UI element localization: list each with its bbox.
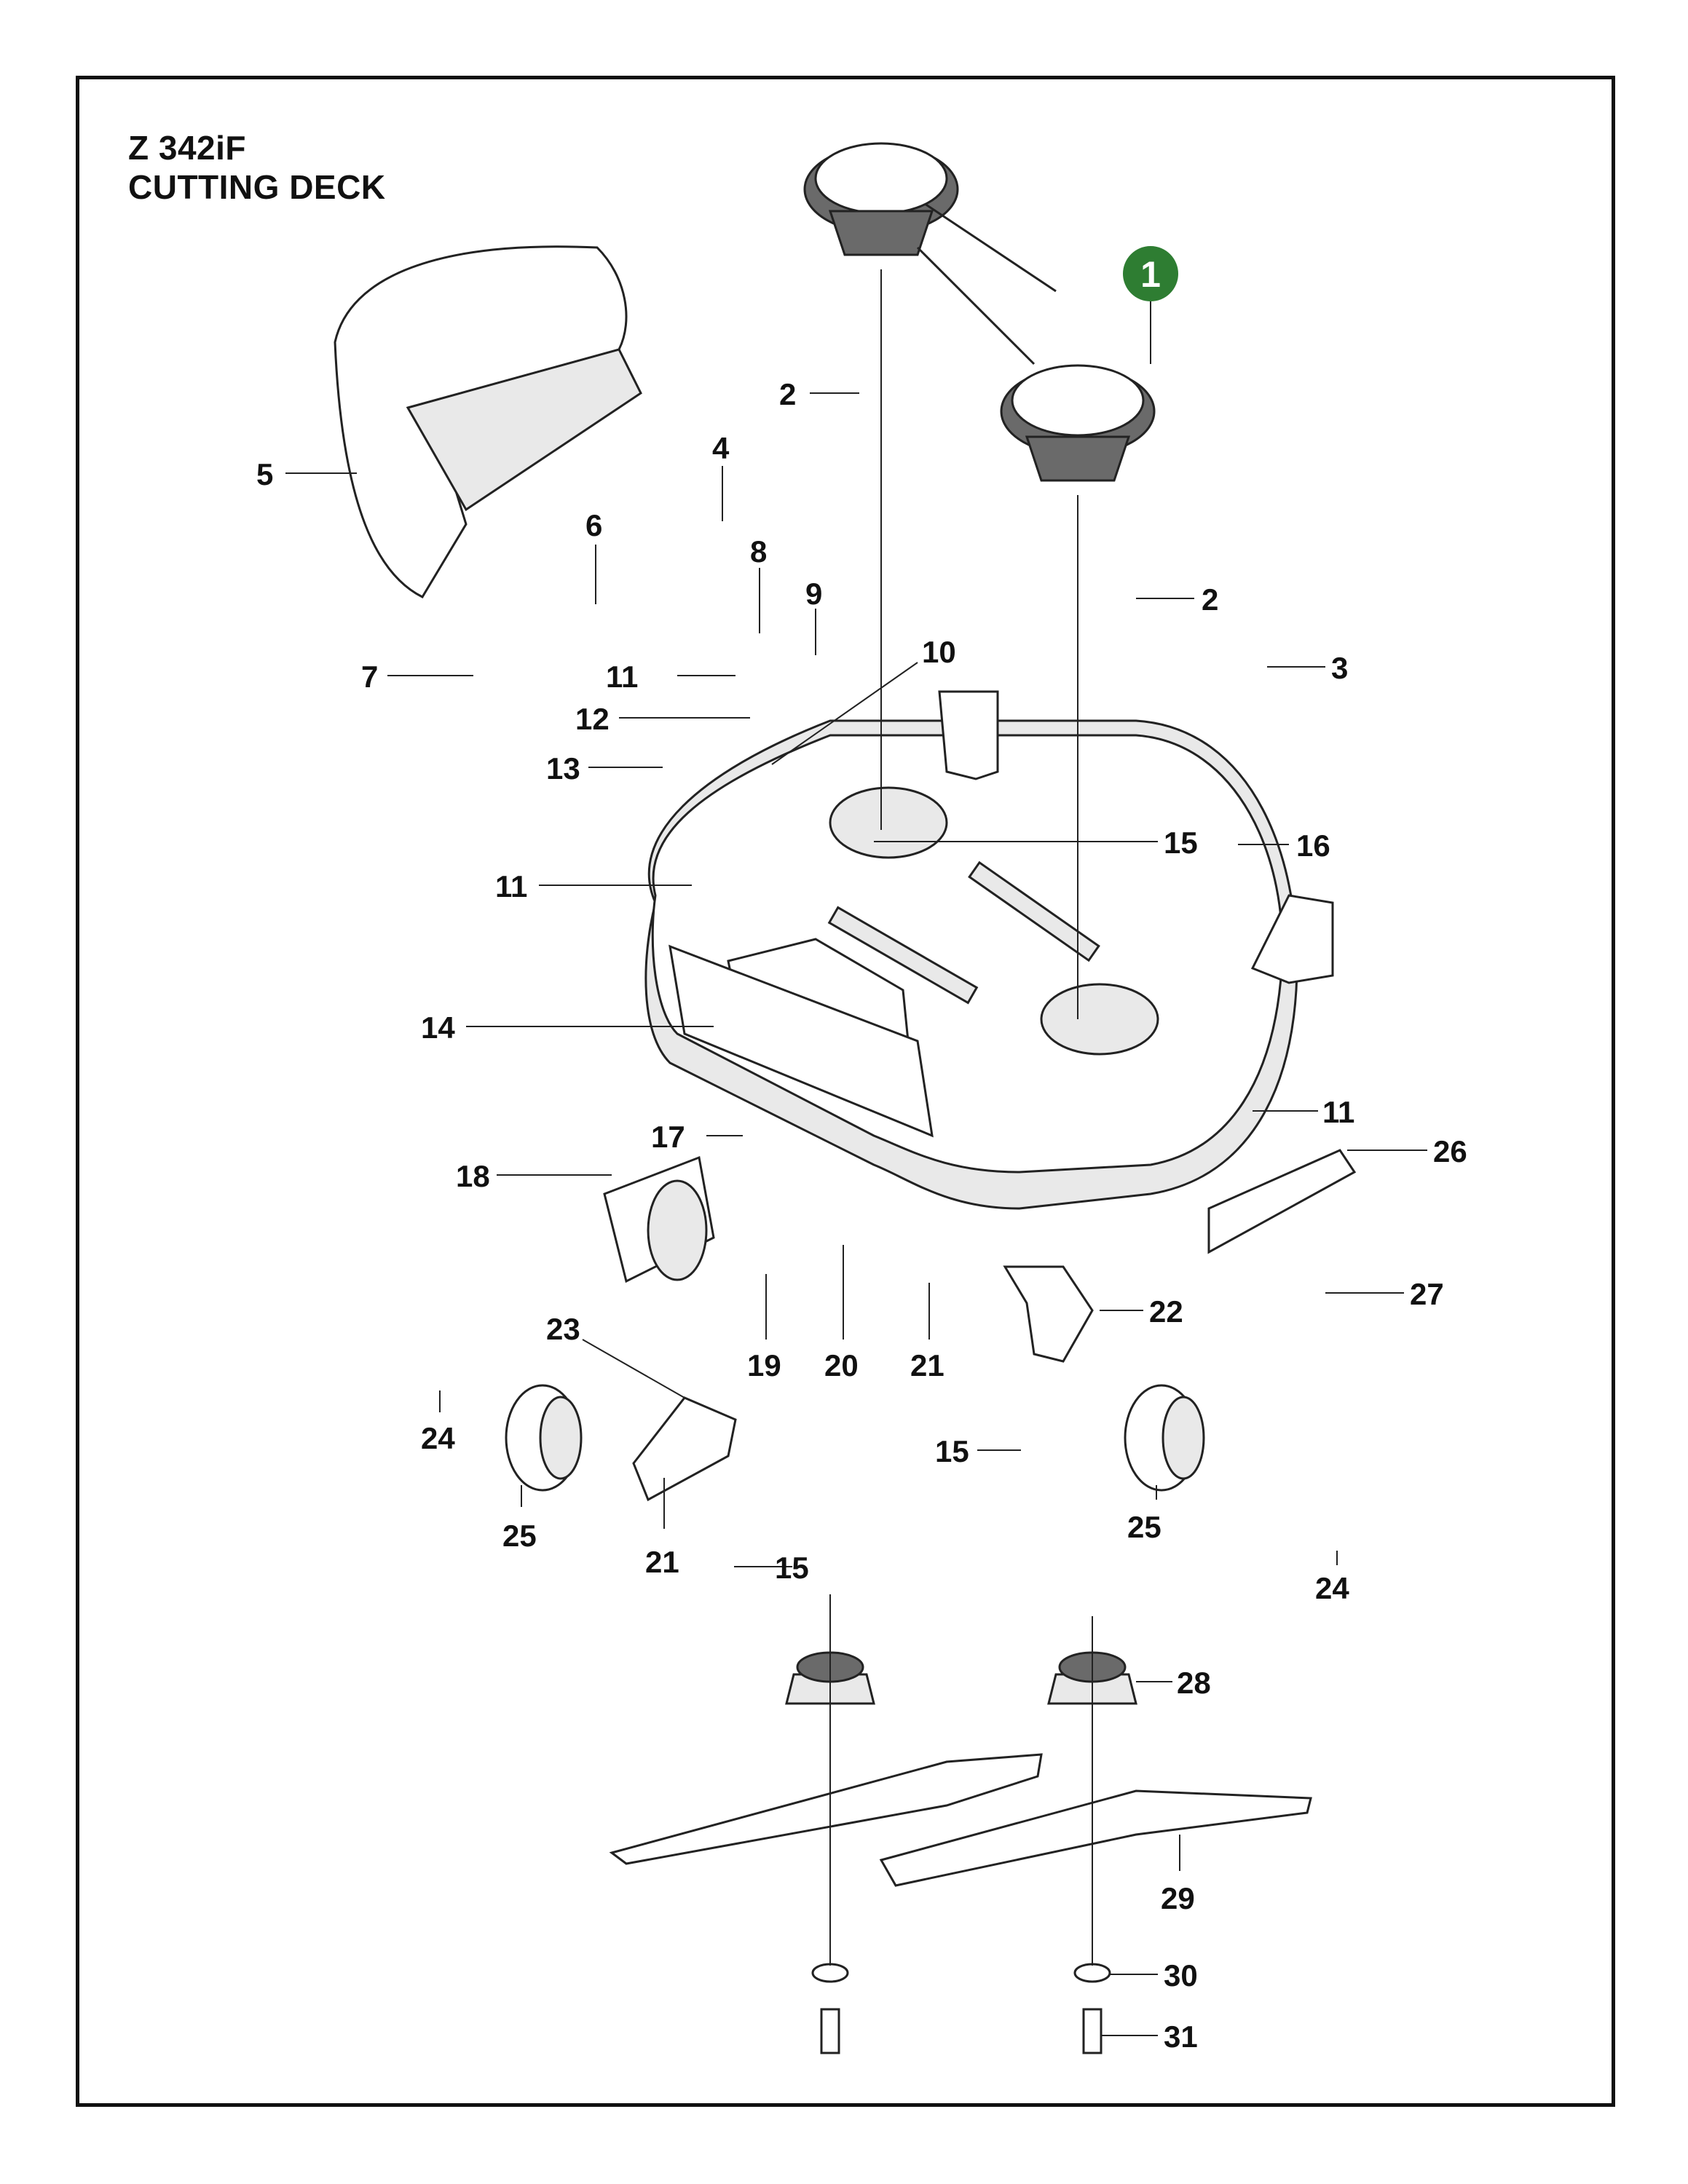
callout: 11 xyxy=(495,869,692,903)
callout: 13 xyxy=(546,751,663,786)
svg-text:24: 24 xyxy=(1315,1571,1349,1605)
callout: 21 xyxy=(910,1283,944,1382)
svg-text:18: 18 xyxy=(456,1159,490,1193)
callout: 21 xyxy=(645,1478,679,1579)
callout: 15 xyxy=(935,1434,1021,1468)
svg-text:11: 11 xyxy=(606,660,638,694)
bolt-right xyxy=(1082,2008,1103,2054)
svg-text:15: 15 xyxy=(775,1551,809,1585)
highlight-callout[interactable]: 1 xyxy=(1123,246,1178,364)
svg-text:29: 29 xyxy=(1161,1881,1195,1915)
callout: 16 xyxy=(1238,828,1330,863)
wheel-bracket-right xyxy=(1003,1265,1094,1363)
svg-text:17: 17 xyxy=(651,1120,685,1154)
callout: 27 xyxy=(1325,1277,1444,1311)
svg-text:11: 11 xyxy=(1322,1095,1354,1129)
callout: 25 xyxy=(1127,1485,1162,1544)
svg-text:22: 22 xyxy=(1149,1294,1183,1329)
svg-text:8: 8 xyxy=(750,534,767,569)
baffle xyxy=(669,944,934,1138)
svg-text:31: 31 xyxy=(1164,2019,1198,2054)
callout: 18 xyxy=(456,1159,612,1193)
roller xyxy=(603,1155,715,1283)
wheel-bracket-left xyxy=(632,1396,737,1502)
svg-text:11: 11 xyxy=(495,869,527,903)
svg-text:24: 24 xyxy=(421,1421,455,1455)
callout: 24 xyxy=(1315,1551,1349,1605)
washer-right xyxy=(1073,1963,1111,1983)
wheel-right xyxy=(1124,1384,1205,1492)
callout: 19 xyxy=(747,1274,781,1382)
svg-text:3: 3 xyxy=(1331,651,1348,685)
svg-text:2: 2 xyxy=(779,377,796,411)
deck-shell xyxy=(644,690,1334,1210)
pulley-right xyxy=(1000,364,1156,482)
callout: 8 xyxy=(750,534,767,633)
callout: 5 xyxy=(256,457,357,491)
callout: 31 xyxy=(1101,2019,1198,2054)
callout: 12 xyxy=(575,702,750,736)
svg-text:4: 4 xyxy=(712,431,730,465)
svg-text:30: 30 xyxy=(1164,1958,1198,1993)
svg-text:7: 7 xyxy=(361,660,378,694)
svg-text:27: 27 xyxy=(1410,1277,1444,1311)
callout: 15 xyxy=(874,826,1198,860)
callout: 2 xyxy=(779,377,859,411)
callout: 23 xyxy=(546,1312,685,1398)
svg-text:16: 16 xyxy=(1296,828,1330,863)
callout: 14 xyxy=(421,1010,714,1045)
svg-text:12: 12 xyxy=(575,702,610,736)
svg-text:26: 26 xyxy=(1433,1134,1467,1168)
callout: 22 xyxy=(1100,1294,1183,1329)
callout: 10 xyxy=(771,635,956,765)
bolt-left xyxy=(820,2008,840,2054)
svg-text:20: 20 xyxy=(824,1348,859,1382)
callout: 26 xyxy=(1347,1134,1467,1168)
svg-text:6: 6 xyxy=(585,508,602,542)
callout: 20 xyxy=(824,1245,859,1382)
svg-text:25: 25 xyxy=(502,1519,537,1553)
svg-text:15: 15 xyxy=(935,1434,969,1468)
callout: 4 xyxy=(712,431,730,521)
washer-left xyxy=(811,1963,849,1983)
callout: 2 xyxy=(1136,582,1218,617)
blade-right xyxy=(879,1789,1312,1887)
rear-bumper xyxy=(1207,1149,1357,1254)
callout: 17 xyxy=(651,1120,743,1154)
callout: 29 xyxy=(1161,1835,1195,1915)
svg-text:14: 14 xyxy=(421,1010,455,1045)
drawing-border xyxy=(76,76,1615,2107)
callout: 6 xyxy=(585,508,602,604)
svg-text:21: 21 xyxy=(910,1348,944,1382)
callout: 24 xyxy=(421,1390,455,1455)
callout: 7 xyxy=(361,660,473,694)
svg-text:10: 10 xyxy=(922,635,956,669)
callout: 28 xyxy=(1136,1666,1211,1700)
discharge-deflector xyxy=(334,245,642,598)
callout: 11 xyxy=(1253,1095,1354,1129)
model-title: Z 342iF xyxy=(128,129,247,167)
callout: 3 xyxy=(1267,651,1348,685)
svg-text:28: 28 xyxy=(1177,1666,1211,1700)
callout: 30 xyxy=(1110,1958,1198,1993)
svg-text:1: 1 xyxy=(1140,254,1161,295)
callout: 11 xyxy=(606,660,735,694)
svg-text:25: 25 xyxy=(1127,1510,1162,1544)
svg-text:15: 15 xyxy=(1164,826,1198,860)
svg-text:9: 9 xyxy=(805,577,822,611)
blade-left xyxy=(609,1753,1043,1865)
section-title: CUTTING DECK xyxy=(128,168,386,206)
callout: 9 xyxy=(805,577,822,655)
wheel-left xyxy=(505,1384,583,1492)
pulley-left xyxy=(803,142,959,256)
callout: 25 xyxy=(502,1485,537,1553)
svg-text:13: 13 xyxy=(546,751,580,786)
svg-text:19: 19 xyxy=(747,1348,781,1382)
svg-text:23: 23 xyxy=(546,1312,580,1346)
svg-text:21: 21 xyxy=(645,1545,679,1579)
callout: 15 xyxy=(734,1551,809,1585)
svg-text:2: 2 xyxy=(1202,582,1218,617)
svg-text:5: 5 xyxy=(256,457,273,491)
